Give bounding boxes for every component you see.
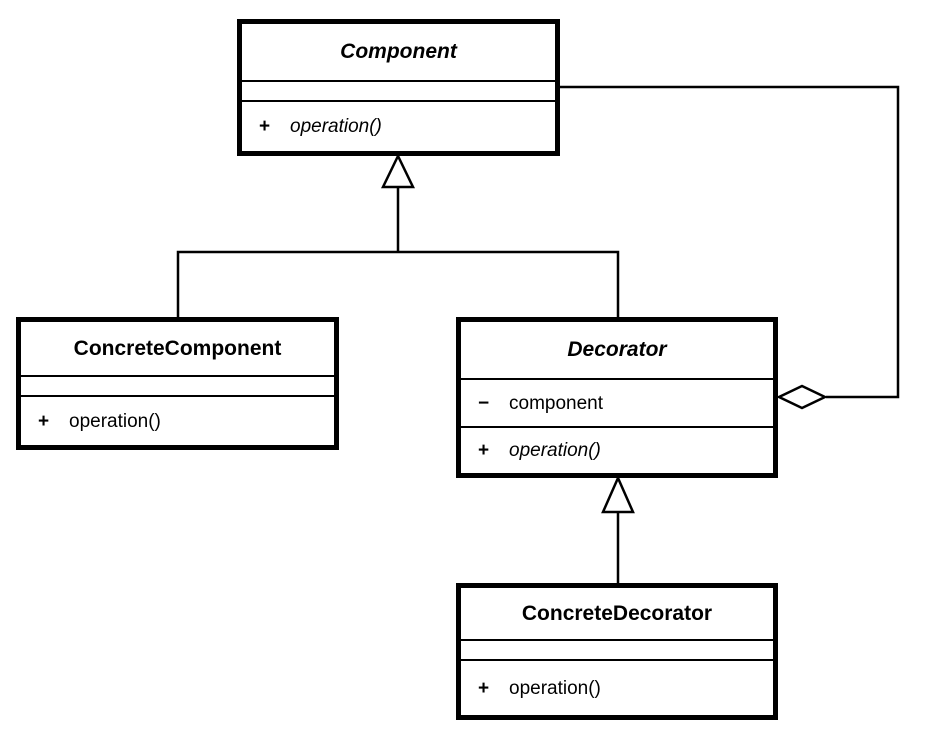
operations-compartment: + operation() <box>461 428 773 473</box>
class-title-compartment: Decorator <box>461 322 773 380</box>
class-box-concrete-decorator: ConcreteDecorator + operation() <box>456 583 778 720</box>
class-name: Decorator <box>567 338 667 361</box>
aggregation-line <box>560 85 900 399</box>
operation-row: + operation() <box>242 117 555 136</box>
operations-compartment: + operation() <box>461 661 773 715</box>
class-name: ConcreteDecorator <box>521 601 713 625</box>
generalization-to-decorator <box>601 474 635 583</box>
attribute-row: − component <box>461 394 773 413</box>
visibility-symbol: + <box>259 116 271 137</box>
operation-name: operation() <box>69 410 161 432</box>
generalization-triangle-icon <box>381 153 415 189</box>
visibility-symbol: + <box>478 677 490 699</box>
aggregation-decorator-component <box>560 85 900 410</box>
attributes-compartment-empty <box>461 641 773 661</box>
attribute-name: component <box>509 392 604 414</box>
visibility-symbol: − <box>478 392 490 414</box>
operations-compartment: + operation() <box>21 397 334 445</box>
class-box-decorator: Decorator − component + operation() <box>456 317 778 478</box>
class-box-concrete-component: ConcreteComponent + operation() <box>16 317 339 450</box>
attributes-compartment: − component <box>461 380 773 428</box>
operation-name: operation() <box>290 116 382 137</box>
class-box-component: Component + operation() <box>237 19 560 156</box>
class-title-compartment: ConcreteDecorator <box>461 588 773 641</box>
operation-name: operation() <box>509 440 601 461</box>
class-name: ConcreteComponent <box>73 336 282 360</box>
operations-compartment: + operation() <box>242 102 555 151</box>
attributes-compartment-empty <box>21 377 334 397</box>
generalization-triangle-icon <box>601 474 635 514</box>
class-name: Component <box>340 40 457 63</box>
operation-row: + operation() <box>21 412 334 431</box>
visibility-symbol: + <box>478 440 490 461</box>
operation-row: + operation() <box>461 441 773 460</box>
operation-row: + operation() <box>461 679 773 698</box>
generalization-to-component <box>176 153 620 317</box>
visibility-symbol: + <box>38 410 50 432</box>
operation-name: operation() <box>509 677 601 699</box>
class-title-compartment: ConcreteComponent <box>21 322 334 377</box>
class-title-compartment: Component <box>242 24 555 82</box>
attributes-compartment-empty <box>242 82 555 102</box>
aggregation-diamond-icon <box>776 384 828 410</box>
generalization-line <box>176 186 620 317</box>
